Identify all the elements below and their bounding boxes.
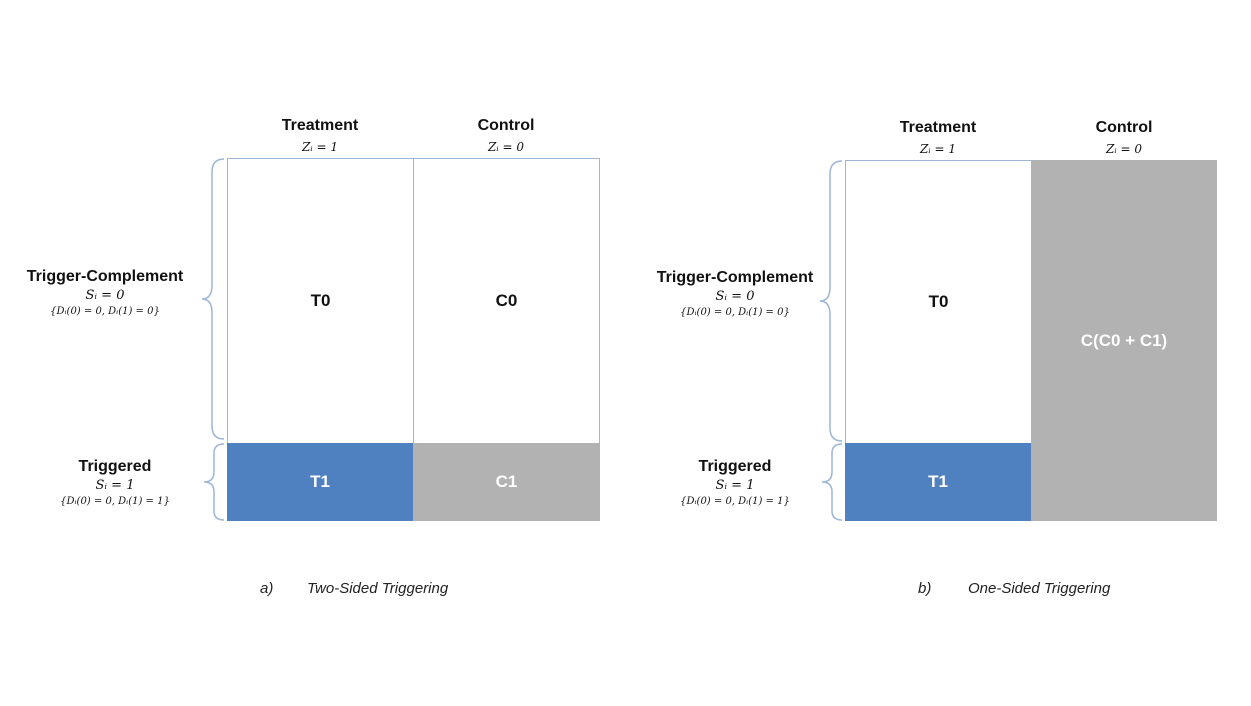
cell-t0: T0 (227, 158, 414, 444)
column-formula: Zᵢ = 1 (919, 142, 957, 156)
row-formula: Sᵢ = 0 (715, 289, 755, 304)
row-formula: Sᵢ = 1 (95, 478, 135, 493)
row-title: Trigger-Complement (656, 269, 814, 286)
row-label-triggered: Triggered Sᵢ = 1 {Dᵢ(0) = 0, Dᵢ(1) = 1} (630, 457, 840, 509)
column-formula: Zᵢ = 0 (1105, 142, 1143, 156)
row-title: Triggered (78, 458, 152, 475)
brace-triggered (821, 443, 843, 521)
diagram-two-sided-triggering: Treatment Zᵢ = 1 Control Zᵢ = 0 Trigger-… (0, 0, 620, 706)
column-formula: Zᵢ = 0 (487, 140, 525, 154)
caption-letter: a) (260, 580, 274, 597)
column-title: Treatment (281, 117, 359, 134)
column-title: Treatment (899, 119, 977, 136)
brace-trigger-complement (819, 160, 843, 442)
column-formula: Zᵢ = 1 (301, 140, 339, 154)
row-formula: Sᵢ = 1 (715, 478, 755, 493)
row-condition: {Dᵢ(0) = 0, Dᵢ(1) = 1} (60, 496, 170, 507)
row-label-trigger-complement: Trigger-Complement Sᵢ = 0 {Dᵢ(0) = 0, Dᵢ… (630, 268, 840, 320)
cell-control-merged: C(C0 + C1) (1031, 160, 1217, 521)
cell-t1: T1 (845, 443, 1031, 521)
cell-c0: C0 (413, 158, 600, 444)
caption-title: Two-Sided Triggering (307, 580, 449, 597)
brace-triggered (203, 443, 225, 521)
column-header-control: Control Zᵢ = 0 (413, 116, 599, 155)
row-formula: Sᵢ = 0 (85, 288, 125, 303)
row-label-trigger-complement: Trigger-Complement Sᵢ = 0 {Dᵢ(0) = 0, Dᵢ… (0, 267, 210, 319)
caption-letter: b) (918, 580, 932, 597)
cell-t1: T1 (227, 443, 413, 521)
column-header-treatment: Treatment Zᵢ = 1 (845, 118, 1031, 157)
column-header-control: Control Zᵢ = 0 (1031, 118, 1217, 157)
diagram-one-sided-triggering: Treatment Zᵢ = 1 Control Zᵢ = 0 Trigger-… (618, 0, 1238, 706)
row-title: Trigger-Complement (26, 268, 184, 285)
caption-title: One-Sided Triggering (968, 580, 1111, 597)
row-label-triggered: Triggered Sᵢ = 1 {Dᵢ(0) = 0, Dᵢ(1) = 1} (10, 457, 220, 509)
cell-c1: C1 (413, 443, 600, 521)
brace-trigger-complement (201, 158, 225, 440)
row-condition: {Dᵢ(0) = 0, Dᵢ(1) = 1} (680, 496, 790, 507)
column-header-treatment: Treatment Zᵢ = 1 (227, 116, 413, 155)
row-condition: {Dᵢ(0) = 0, Dᵢ(1) = 0} (50, 306, 160, 317)
column-title: Control (1095, 119, 1153, 136)
row-condition: {Dᵢ(0) = 0, Dᵢ(1) = 0} (680, 307, 790, 318)
row-title: Triggered (698, 458, 772, 475)
cell-t0: T0 (845, 160, 1032, 444)
column-title: Control (477, 117, 535, 134)
